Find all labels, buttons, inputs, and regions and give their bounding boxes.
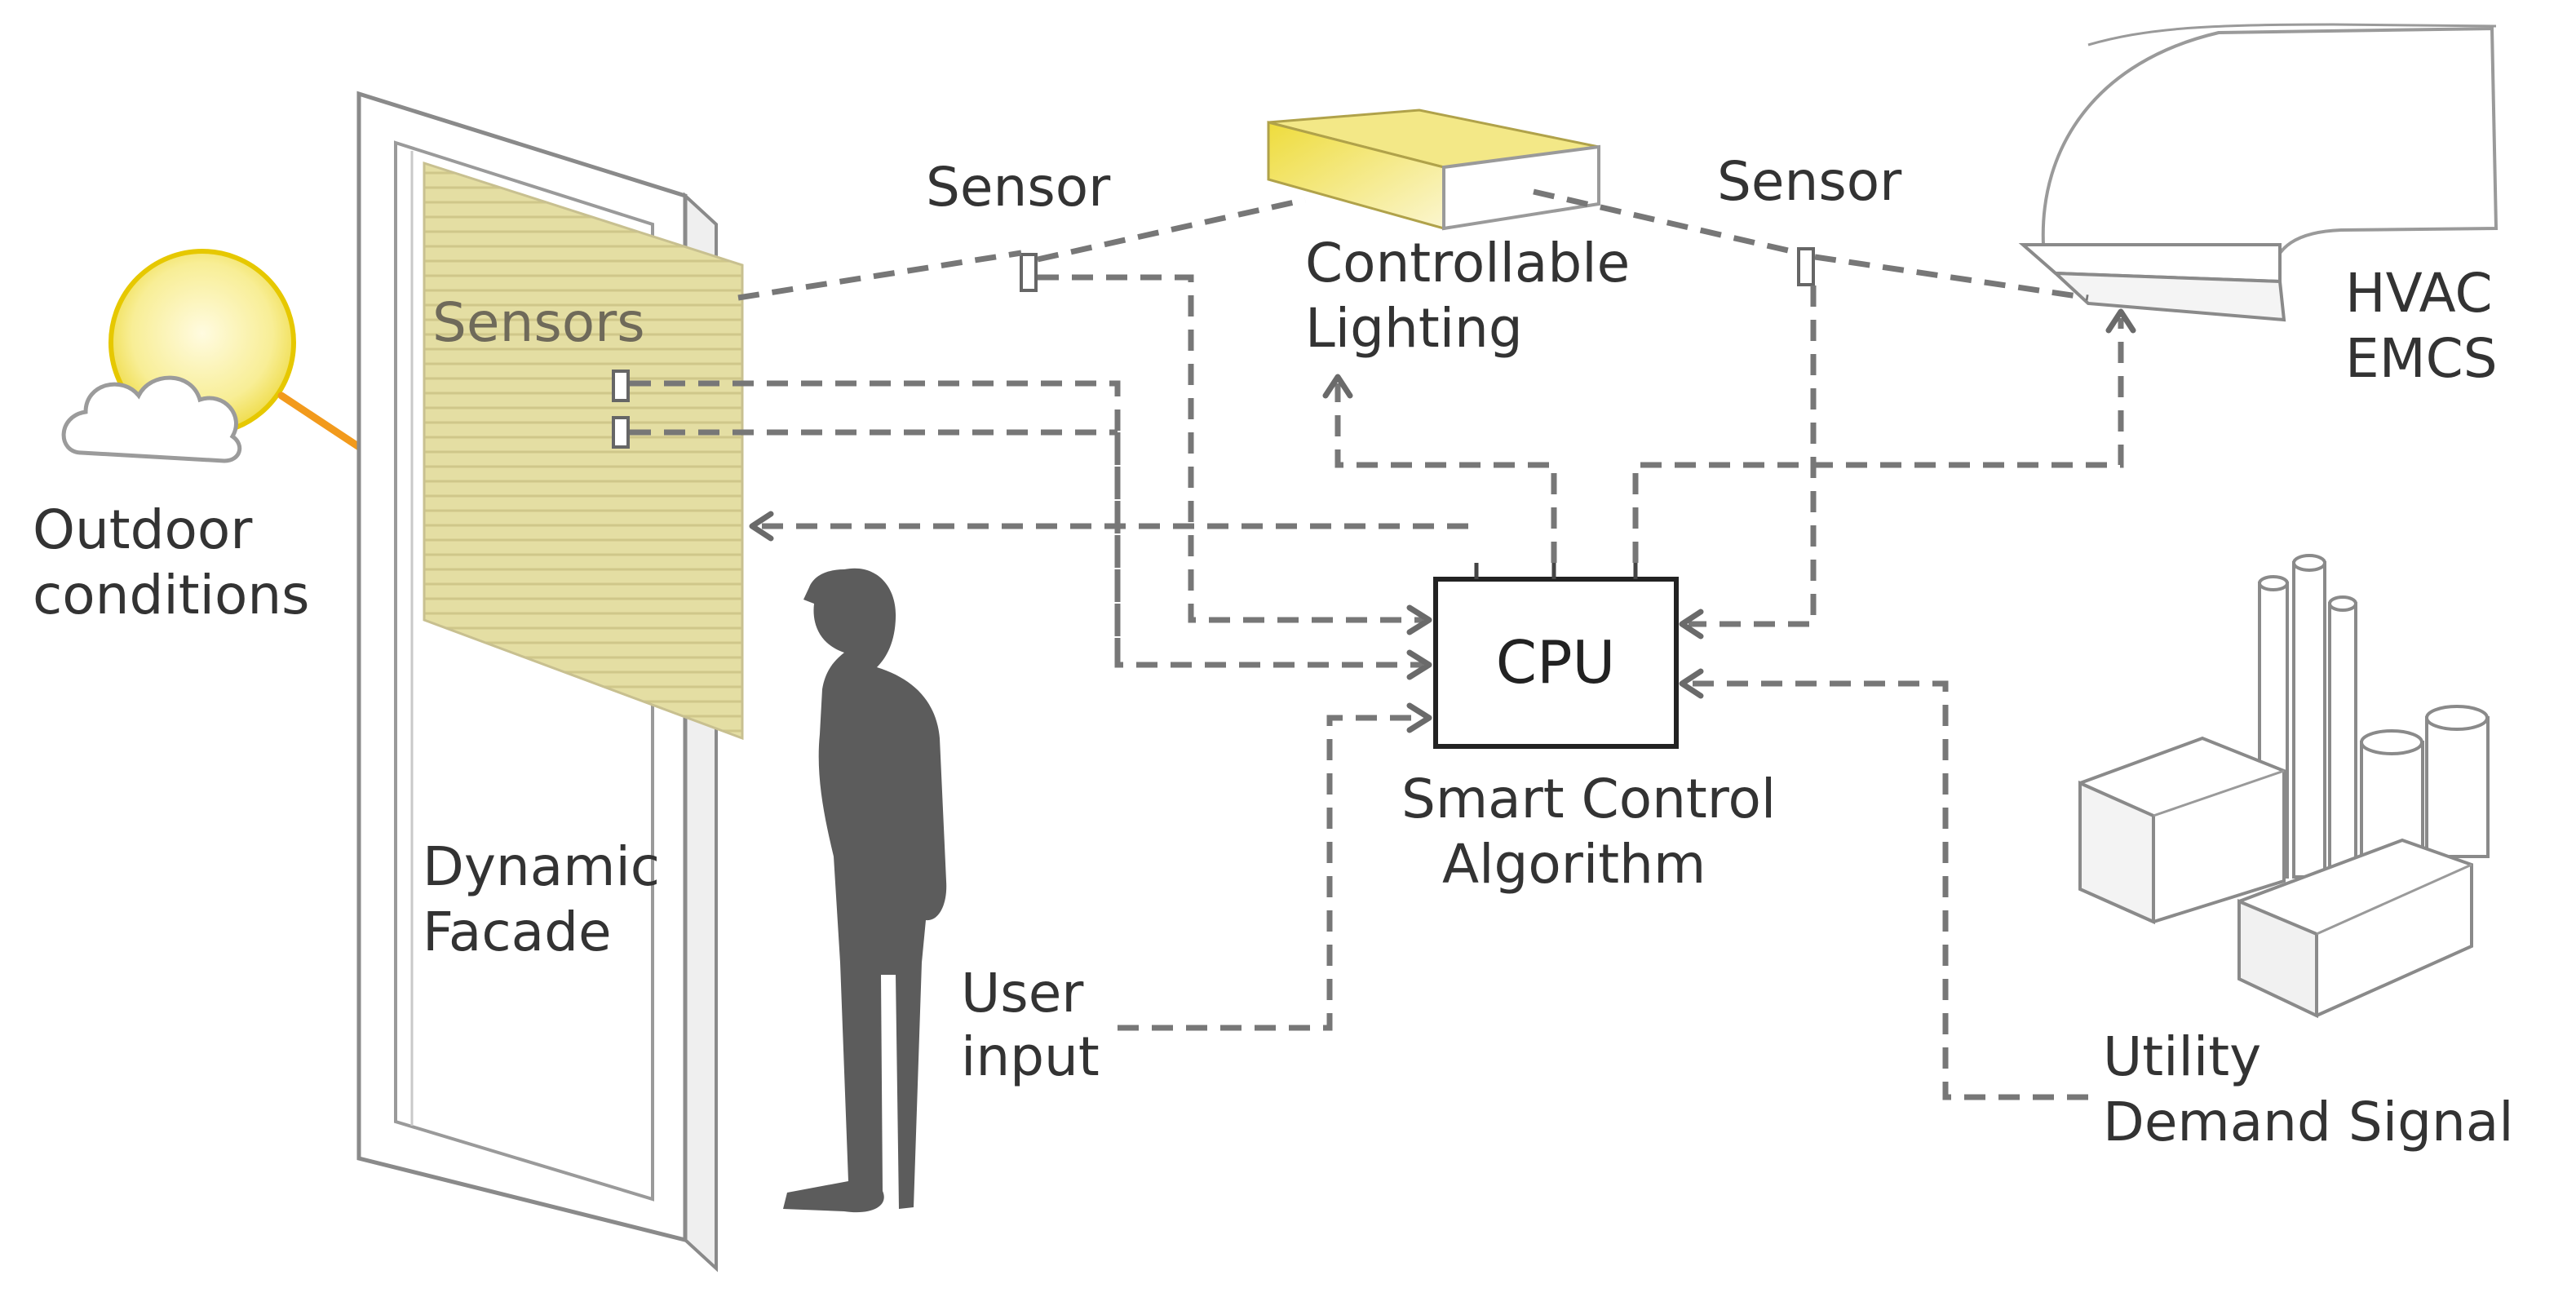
dynamic-facade-label: Dynamic Facade bbox=[423, 835, 677, 963]
hvac-label: HVAC EMCS bbox=[2345, 262, 2510, 390]
hvac-duct-icon bbox=[2018, 23, 2499, 322]
sensor-right-device bbox=[1797, 247, 1815, 286]
signal-lines bbox=[630, 188, 2124, 1100]
dynamic-facade-frame bbox=[356, 91, 744, 1273]
arrowheads bbox=[749, 308, 2136, 733]
user-input-label: User input bbox=[961, 962, 1100, 1088]
facade-sensor-1 bbox=[612, 370, 630, 402]
lighting-fixture-icon bbox=[1267, 108, 1600, 231]
sensor-right-label: Sensor bbox=[1717, 150, 1902, 213]
cpu-label: CPU bbox=[1496, 628, 1615, 697]
cpu-pins bbox=[1474, 563, 1638, 579]
facade-shade bbox=[423, 161, 744, 741]
cloud-icon bbox=[61, 375, 242, 463]
utility-plant-icon bbox=[2078, 554, 2490, 1019]
lighting-label: Controllable Lighting bbox=[1305, 232, 1647, 360]
sensor-left-device bbox=[1020, 253, 1038, 292]
person-silhouette bbox=[783, 568, 947, 1213]
utility-label: Utility Demand Signal bbox=[2103, 1025, 2514, 1153]
facade-sensor-2 bbox=[612, 416, 630, 449]
sensor-left-label: Sensor bbox=[926, 156, 1111, 219]
algorithm-label: Smart Control Algorithm bbox=[1401, 768, 1793, 896]
sensors-label: Sensors bbox=[432, 291, 645, 354]
outdoor-label: Outdoor conditions bbox=[33, 498, 310, 626]
